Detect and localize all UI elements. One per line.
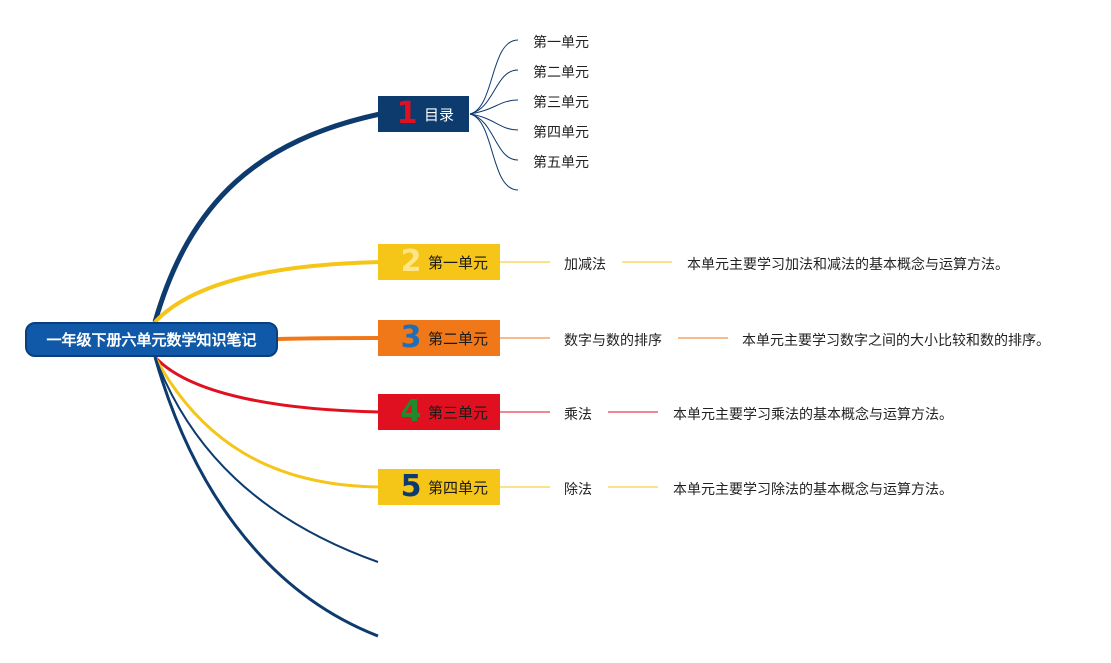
connector-toc <box>152 111 381 323</box>
toc-item[interactable]: 第二单元 <box>533 65 589 81</box>
connector-empty-1 <box>154 356 379 563</box>
topic-label[interactable]: 除法 <box>564 482 592 498</box>
toc-line-2 <box>469 69 519 115</box>
toc-item[interactable]: 第五单元 <box>533 155 589 171</box>
branch-number: 5 <box>400 469 422 504</box>
branch-label: 第四单元 <box>428 478 489 497</box>
description-text: 本单元主要学习数字之间的大小比较和数的排序。 <box>742 333 1050 349</box>
description-text: 本单元主要学习乘法的基本概念与运算方法。 <box>673 407 953 423</box>
toc-line-5 <box>469 113 519 161</box>
toc-item[interactable]: 第一单元 <box>533 35 589 51</box>
toc-item[interactable]: 第四单元 <box>533 125 589 141</box>
connector-branch-2 <box>153 260 381 324</box>
root-title: 一年级下册六单元数学知识笔记 <box>46 331 257 349</box>
branch-number: 2 <box>400 244 422 279</box>
toc-line-6 <box>469 113 519 191</box>
description-text: 本单元主要学习除法的基本概念与运算方法。 <box>673 482 953 498</box>
topic-label[interactable]: 乘法 <box>564 407 592 423</box>
connector-branch-5 <box>153 356 381 489</box>
connector-empty-2 <box>153 356 379 638</box>
toc-line-4 <box>469 113 519 131</box>
topic-label[interactable]: 加减法 <box>564 257 606 273</box>
toc-item[interactable]: 第三单元 <box>533 95 589 111</box>
branch-number: 3 <box>400 320 422 355</box>
branch-label: 目录 <box>424 105 455 124</box>
description-text: 本单元主要学习加法和减法的基本概念与运算方法。 <box>687 257 1009 273</box>
branch-unit-4[interactable]: 5 第四单元 <box>378 469 500 505</box>
branch-toc[interactable]: 1 目录 <box>378 96 469 132</box>
branch-number: 1 <box>396 96 418 131</box>
branch-label: 第二单元 <box>428 329 489 348</box>
toc-line-3 <box>469 99 519 115</box>
branch-unit-3[interactable]: 4 第三单元 <box>378 394 500 430</box>
toc-line-1 <box>469 39 519 115</box>
branch-unit-1[interactable]: 2 第一单元 <box>378 244 500 280</box>
root-node[interactable]: 一年级下册六单元数学知识笔记 <box>25 322 278 357</box>
branch-label: 第一单元 <box>428 253 489 272</box>
connector-branch-4 <box>153 355 381 414</box>
connector-branch-3 <box>277 336 381 341</box>
branch-number: 4 <box>400 394 422 429</box>
topic-label[interactable]: 数字与数的排序 <box>564 333 662 349</box>
branch-label: 第三单元 <box>428 403 489 422</box>
branch-unit-2[interactable]: 3 第二单元 <box>378 320 500 356</box>
